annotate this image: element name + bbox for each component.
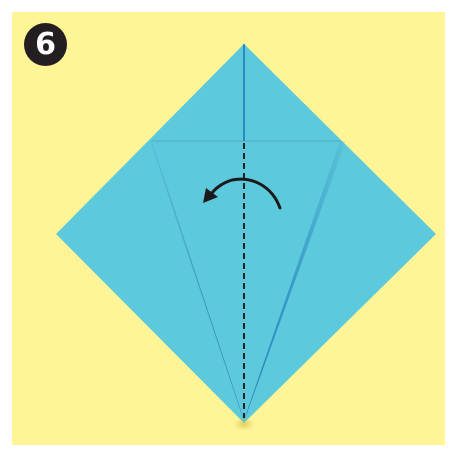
step-number-badge: 6 <box>24 23 67 66</box>
tip-glow <box>234 417 254 431</box>
